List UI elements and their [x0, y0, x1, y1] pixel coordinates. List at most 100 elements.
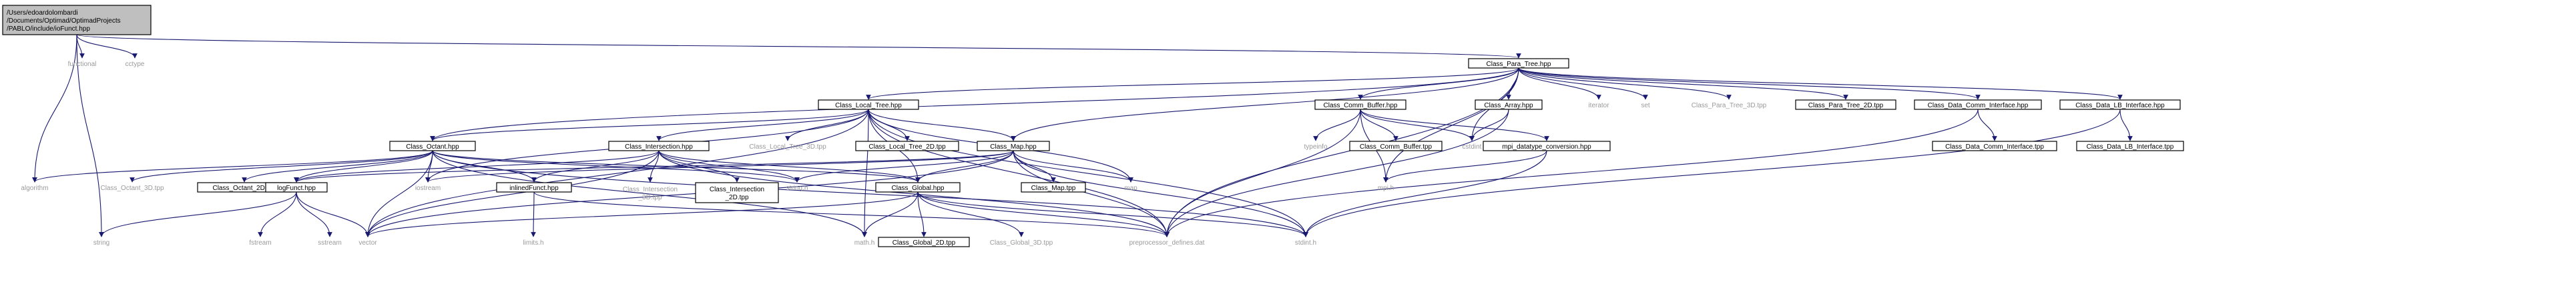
node-logfunct[interactable]: logFunct.hpp [265, 182, 328, 193]
edge-octant-to-stringh [432, 150, 800, 183]
node-algorithm-label-0: algorithm [21, 185, 48, 192]
node-inter2d-label-1: _2D.tpp [724, 194, 748, 201]
edge-map-to-logfunct [294, 150, 1014, 183]
node-datacommtpp-label-0: Class_Data_Comm_Interface.tpp [1945, 143, 2044, 151]
node-inlined-label-0: inlinedFunct.hpp [509, 185, 559, 192]
node-commbuf[interactable]: Class_Comm_Buffer.hpp [1314, 99, 1406, 110]
node-paratree2d-label-0: Class_Para_Tree_2D.tpp [1808, 102, 1884, 109]
node-inter2d[interactable]: Class_Intersection_2D.tpp [695, 182, 779, 203]
node-datalb[interactable]: Class_Data_LB_Interface.hpp [2059, 99, 2181, 110]
node-localtree2d-box [855, 141, 959, 151]
node-mathh-label-0: math.h [854, 239, 875, 247]
node-mapstd: map [1124, 185, 1137, 192]
node-paratree3d-label-0: Class_Para_Tree_3D.tpp [1692, 102, 1767, 109]
edge-map-to-mapstd [1013, 150, 1133, 183]
edge-paratree-to-paratree3d [1518, 67, 1732, 100]
node-localtree-label-0: Class_Local_Tree.hpp [835, 102, 902, 109]
edge-datacomm-to-datacommtpp [1977, 109, 1997, 141]
edge-map-to-maptpp [1013, 150, 1056, 183]
edge-octant-to-vector [365, 150, 433, 237]
edge-commbuf-to-predefs [1164, 109, 1361, 237]
node-datacomm[interactable]: Class_Data_Comm_Interface.hpp [1914, 99, 2042, 110]
node-global[interactable]: Class_Global.hpp [875, 182, 961, 193]
edge-intersection-to-inter2d [658, 150, 740, 183]
edge-datacomm-to-predefs [1164, 109, 1979, 237]
edge-global-to-global2d [917, 191, 927, 237]
edge-intersection-to-global [658, 150, 921, 183]
node-map[interactable]: Class_Map.hpp [977, 141, 1050, 151]
edge-localtree-to-stdinth [868, 109, 1308, 237]
node-mpidt[interactable]: mpi_datatype_conversion.hpp [1483, 141, 1611, 151]
node-octant3d-label-0: Class_Octant_3D.tpp [100, 185, 164, 192]
edge-map-to-predefs [1013, 150, 1170, 237]
node-paratree2d[interactable]: Class_Para_Tree_2D.tpp [1795, 99, 1896, 110]
node-algorithm: algorithm [21, 185, 48, 192]
node-vector: vector [358, 239, 377, 247]
node-localtree-box [818, 99, 919, 110]
edge-localtree-to-map [868, 109, 1016, 141]
node-datacommtpp[interactable]: Class_Data_Comm_Interface.tpp [1932, 141, 2057, 151]
node-limits-label-0: limits.h [523, 239, 543, 247]
node-maptpp[interactable]: Class_Map.tpp [1021, 182, 1086, 193]
node-root-label-1: /Documents/Optimad/OptimadProjects [7, 17, 121, 25]
node-vector-label-0: vector [358, 239, 377, 247]
node-cstdint: cstdint [1463, 143, 1482, 151]
node-array[interactable]: Class_Array.hpp [1475, 99, 1543, 110]
node-intersection[interactable]: Class_Intersection.hpp [608, 141, 710, 151]
edge-commbuf-to-commbuftpp [1360, 109, 1398, 141]
edge-map-to-stringh [794, 150, 1014, 183]
node-datalbtpp[interactable]: Class_Data_LB_Interface.tpp [2076, 141, 2184, 151]
node-inter3d: Class_Intersection_3D.tpp [623, 186, 678, 201]
node-localtree3d-label-0: Class_Local_Tree_3D.tpp [749, 143, 826, 151]
node-sstream: sstream [318, 239, 342, 247]
edge-datalb-to-datalbtpp [2119, 109, 2133, 141]
node-map-label-0: Class_Map.hpp [990, 143, 1037, 151]
node-global3d: Class_Global_3D.tpp [990, 239, 1053, 247]
node-inter3d-label-0: Class_Intersection [623, 186, 678, 193]
node-commbuf-box [1314, 99, 1406, 110]
node-inter2d-label-0: Class_Intersection [710, 186, 764, 193]
edge-localtree-to-mathh [862, 109, 869, 237]
edge-global-to-global3d [917, 191, 1024, 237]
edge-root-to-algorithm [32, 34, 77, 183]
node-localtree2d-label-0: Class_Local_Tree_2D.tpp [868, 143, 946, 151]
node-commbuftpp[interactable]: Class_Comm_Buffer.tpp [1349, 141, 1443, 151]
node-inlined[interactable]: inlinedFunct.hpp [496, 182, 572, 193]
node-cstdint-label-0: cstdint [1463, 143, 1482, 151]
edge-mpidt-to-stdinth [1303, 150, 1547, 237]
edge-localtree-to-intersection [656, 109, 869, 141]
node-global2d[interactable]: Class_Global_2D.tpp [878, 237, 970, 247]
node-intersection-label-0: Class_Intersection.hpp [625, 143, 693, 151]
node-iostream: iostream [415, 185, 441, 192]
node-paratree[interactable]: Class_Para_Tree.hpp [1468, 58, 1569, 69]
dependency-edges [32, 34, 2133, 237]
edge-paratree-to-iterator [1518, 67, 1601, 100]
node-datalb-box [2059, 99, 2181, 110]
node-limits: limits.h [523, 239, 543, 247]
node-predefs: preprocessor_defines.dat [1129, 239, 1205, 247]
edge-paratree-to-localtree [866, 67, 1519, 100]
node-mpih-label-0: mpi.h [1378, 185, 1394, 192]
node-logfunct-label-0: logFunct.hpp [277, 185, 316, 192]
node-inter2d-box [695, 182, 779, 203]
edge-intersection-to-vector [365, 150, 660, 237]
node-iterator: iterator [1588, 102, 1609, 109]
edge-logfunct-to-string [99, 191, 297, 237]
edge-inlined-to-limits [531, 191, 536, 237]
edge-global-to-predefs [917, 191, 1170, 237]
node-maptpp-box [1021, 182, 1086, 193]
node-stringh: string.h [786, 185, 808, 192]
node-localtree[interactable]: Class_Local_Tree.hpp [818, 99, 919, 110]
node-octant[interactable]: Class_Octant.hpp [389, 141, 476, 151]
edge-datalb-to-stdinth [1303, 109, 2121, 237]
node-array-box [1475, 99, 1543, 110]
node-datacommtpp-box [1932, 141, 2057, 151]
node-root-box [2, 5, 152, 35]
node-localtree2d[interactable]: Class_Local_Tree_2D.tpp [855, 141, 959, 151]
node-inlined-box [496, 182, 572, 193]
node-paratree-label-0: Class_Para_Tree.hpp [1487, 61, 1551, 68]
edge-mpidt-to-mpih [1383, 150, 1547, 183]
node-root-label-2: /PABLO/include/ioFunct.hpp [7, 25, 90, 33]
node-root[interactable]: /Users/edoardolombardi/Documents/Optimad… [2, 5, 152, 35]
